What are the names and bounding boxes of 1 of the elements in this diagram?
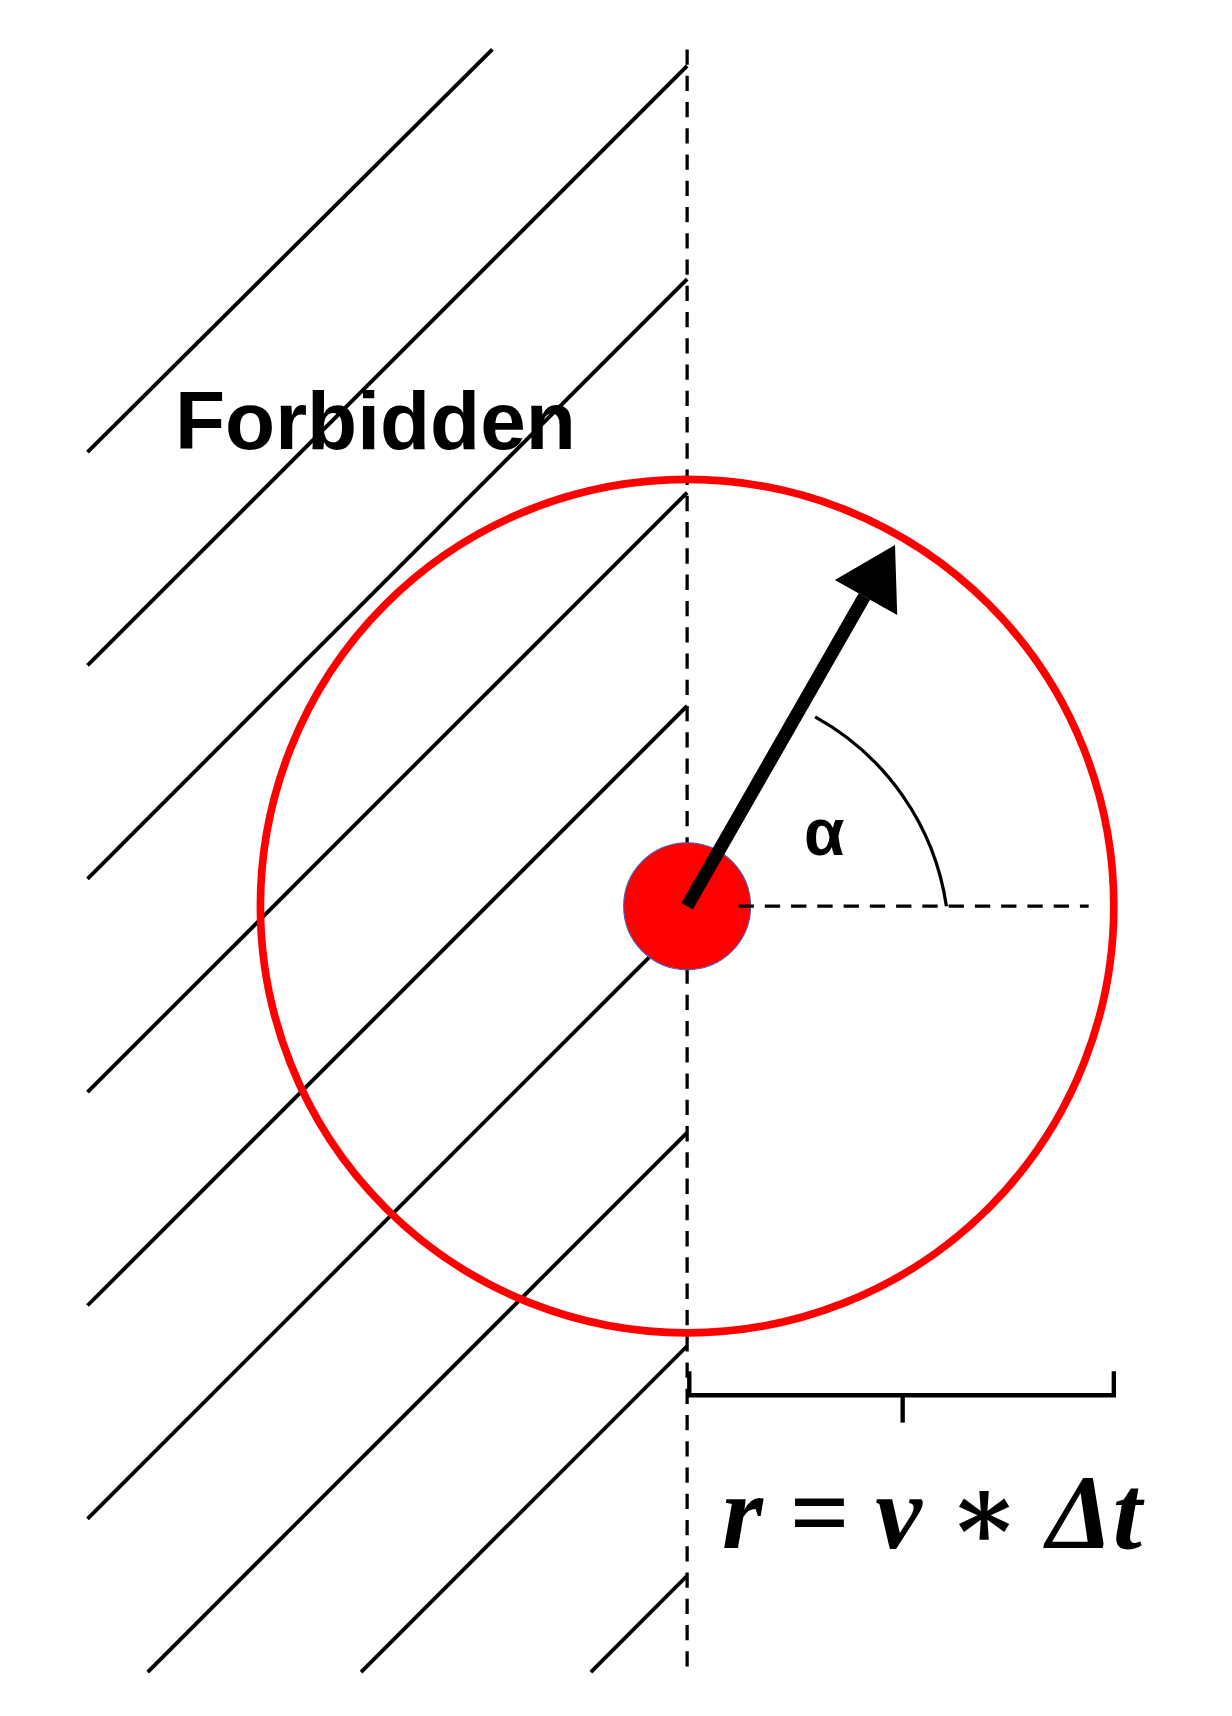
angle-label: α [804,799,845,865]
